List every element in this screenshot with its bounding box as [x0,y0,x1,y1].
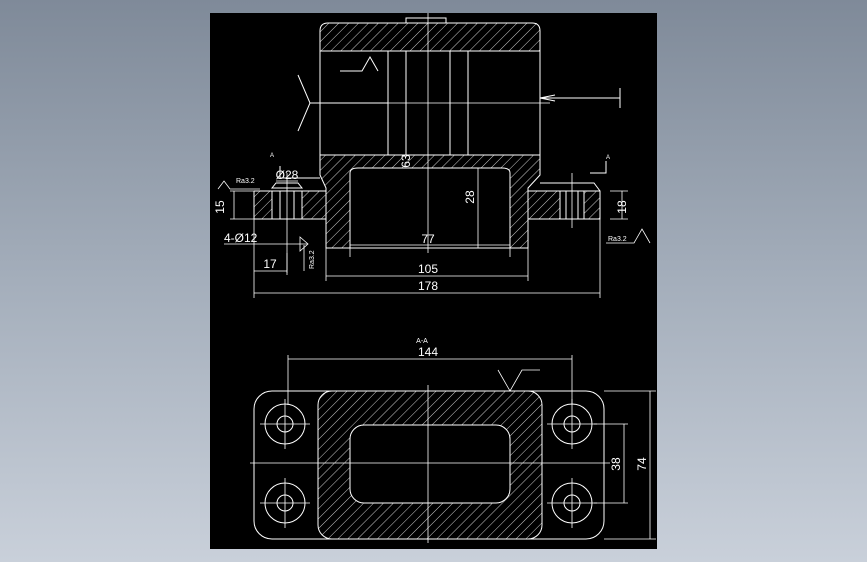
front-dimension-lines [217,168,651,298]
dim-63: 63 [399,154,413,168]
arrow-right-indicator [539,88,621,108]
dim-15: 15 [213,200,227,214]
dim-178: 178 [418,279,438,293]
dim-18: 18 [615,200,629,214]
dim-phi28: Ø28 [276,168,299,182]
dim-74: 74 [635,457,649,471]
section-aa-center-lines [250,385,610,543]
roughness-hole: Ra3.2 [309,250,316,269]
section-mark-left: A [270,153,274,159]
technical-drawing: 63 Ø28 28 15 18 4-Ø12 17 77 105 178 Ra3.… [213,13,656,543]
section-mark-lines [279,161,607,179]
section-title: A-A [416,338,428,345]
left-flange [253,182,326,220]
dim-28: 28 [463,190,477,204]
upper-body [319,22,541,156]
dim-38: 38 [609,457,623,471]
dim-77: 77 [421,232,435,246]
roughness-left: Ra3.2 [236,178,255,185]
roughness-right: Ra3.2 [608,236,627,243]
section-aa-outline [253,390,605,540]
front-view-labels: 63 Ø28 28 15 18 4-Ø12 17 77 105 178 Ra3.… [213,153,629,293]
dim-17: 17 [263,257,277,271]
cad-drawing-canvas: 63 Ø28 28 15 18 4-Ø12 17 77 105 178 Ra3.… [210,13,657,549]
section-view-labels: A-A 144 38 74 [416,338,649,471]
weld-symbol-left [297,55,388,132]
dim-105: 105 [418,262,438,276]
section-aa-dimension-lines [287,355,656,540]
dim-144: 144 [418,345,438,359]
right-flange [528,182,601,220]
top-boss [405,17,447,23]
section-mark-right: A [606,155,610,161]
dim-holes: 4-Ø12 [224,231,258,245]
